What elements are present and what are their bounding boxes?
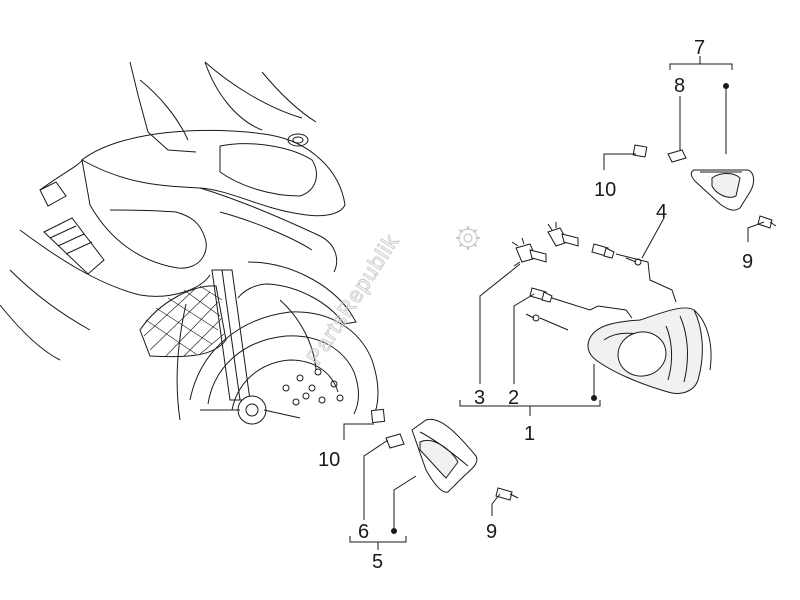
front-indicator-right — [632, 144, 777, 229]
callout-5: 5 — [372, 551, 383, 573]
callout-6: 6 — [358, 521, 369, 543]
headlamp-screws — [525, 257, 642, 322]
callout-3: 3 — [474, 387, 485, 409]
scooter-front-illustration — [0, 61, 379, 425]
callout-7: 7 — [694, 37, 705, 59]
leader-lines — [343, 56, 765, 550]
callout-10-top: 10 — [594, 179, 616, 201]
callout-4: 4 — [656, 201, 667, 223]
callout-9-top: 9 — [742, 251, 753, 273]
gear-icon — [456, 226, 480, 250]
watermark: PartsRepublik — [301, 226, 480, 369]
leader-dots — [391, 83, 729, 534]
callout-1: 1 — [524, 423, 535, 445]
headlamp-assembly — [587, 307, 712, 394]
halogen-bulb — [511, 222, 579, 267]
callout-labels: 7 8 10 4 9 3 2 1 10 6 9 5 — [318, 37, 753, 573]
front-indicator-left — [370, 408, 519, 501]
callout-10-bottom: 10 — [318, 449, 340, 471]
callout-8: 8 — [674, 75, 685, 97]
callout-2: 2 — [508, 387, 519, 409]
position-bulb — [529, 243, 615, 303]
callout-9-bottom: 9 — [486, 521, 497, 543]
